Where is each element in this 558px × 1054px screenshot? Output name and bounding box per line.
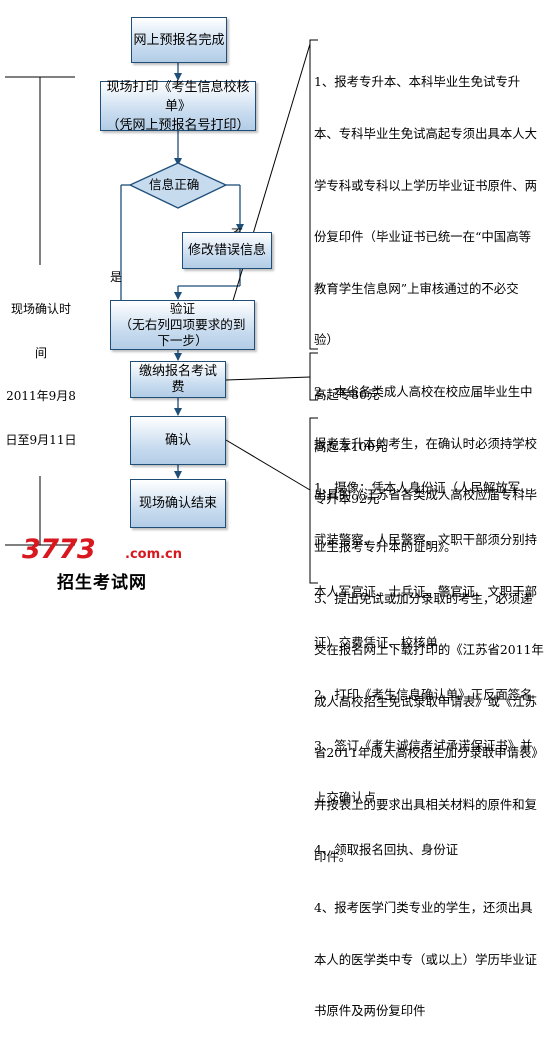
watermark-site-name: 招生考试网 (57, 573, 147, 593)
step-fix-info: 修改错误信息 (182, 232, 272, 269)
watermark-domain: .com.cn (125, 547, 183, 562)
pointer-confirm (225, 439, 311, 491)
bracket-confirm (309, 417, 318, 584)
note-req-line: 份复印件（毕业证书已统一在“中国高等 (314, 229, 531, 245)
note-confirm-line: 2、打印《考生信息确认单》正反面签名 (314, 686, 533, 702)
step-end-label: 现场确认结束 (138, 496, 217, 511)
decision-label: 信息正确 (149, 177, 200, 192)
note-req-line: 出具的《江苏省各类成人高校应届专科毕 (314, 487, 538, 503)
side-line3: 2011年9月8 (6, 389, 76, 403)
step-pay-fee-line2: 费 (171, 379, 185, 395)
note-req-line: 1、报考专升本、本科毕业生免试专升 (314, 74, 521, 90)
step-print-check-form-text: 现场打印《考生信息校核单》 （凭网上预报名号打印） (101, 78, 255, 135)
step-confirm-label: 确认 (164, 433, 191, 448)
note-confirm-steps: 1、摄像：凭本人身份证（人民解放军、 武装警察、人民警察、文职干部须分别持 本人… (314, 445, 537, 892)
side-time-label: 现场确认时 间 2011年9月8 日至9月11日 (4, 273, 78, 476)
pointer-requirements (225, 43, 311, 325)
note-confirm-line: 证）交费凭证、校核单 (314, 635, 438, 651)
step-pay-fee-text: 缴纳报名考试 费 (139, 364, 217, 396)
step-pay-fee-line1: 缴纳报名考试 (138, 363, 217, 379)
step-print-check-form: 现场打印《考生信息校核单》 （凭网上预报名号打印） (100, 80, 256, 133)
step-verify: 验证 （无右列四项要求的到 下一步） (110, 300, 255, 350)
note-req-line: 2、本省各类成人高校在校应届毕业生中 (314, 384, 533, 400)
note-confirm-line: 本人军官证、士兵证、警官证、文职干部 (314, 583, 538, 599)
side-line1: 现场确认时 (10, 302, 71, 316)
pointer-fees (225, 376, 311, 381)
step-verify-line1: 验证 (169, 301, 196, 316)
step-pay-fee: 缴纳报名考试 费 (130, 361, 226, 398)
side-line4: 日至9月11日 (5, 432, 77, 447)
step-fix-info-label: 修改错误信息 (187, 243, 266, 258)
note-req-line: 书原件及两份复印件 (314, 1003, 426, 1019)
side-line2: 间 (34, 345, 47, 360)
note-fee-line: 专升本92元 (314, 490, 380, 506)
step-verify-line2: （无右列四项要求的到 (119, 317, 246, 332)
note-confirm-line: 3、签订《考生诚信考试承诺保证书》并 (314, 738, 533, 754)
decision-yes-label: 是 (110, 270, 123, 284)
note-req-line: 报考专升本的考生，在确认时必须持学校 (314, 435, 538, 451)
note-req-line: 本人的医学类中专（或以上）学历毕业证 (314, 951, 538, 967)
note-req-line: 学专科或专科以上学历毕业证书原件、两 (314, 177, 538, 193)
note-req-line: 业生报考专升本的证明》。 (314, 538, 457, 554)
note-fees: 高起专80元 高起本100元 专升本92元 (314, 352, 387, 541)
step-online-prereg: 网上预报名完成 (131, 17, 227, 63)
step-end: 现场确认结束 (130, 479, 226, 528)
note-req-line: 4、报考医学门类专业的学生，还须出具 (314, 900, 533, 916)
step-verify-line3: 下一步） (157, 333, 208, 348)
step-verify-text: 验证 （无右列四项要求的到 下一步） (120, 301, 246, 349)
flowchart: 网上预报名完成 现场打印《考生信息校核单》 （凭网上预报名号打印） 信息正确 否… (4, 17, 544, 1018)
bracket-requirements (309, 39, 318, 350)
note-req-line: 本、专科毕业生免试高起专须出具本人大 (314, 126, 538, 142)
note-req-line: 教育学生信息网”上审核通过的不必交 (314, 280, 519, 296)
step-print-check-form-line2: （凭网上预报名号打印） (106, 117, 250, 133)
step-print-check-form-line1: 现场打印《考生信息校核单》 (106, 79, 250, 114)
step-confirm: 确认 (130, 416, 226, 465)
decision-diamond (128, 162, 228, 209)
note-confirm-line: 4、领取报名回执、身份证 (314, 841, 459, 857)
note-req-line: 验） (314, 332, 339, 348)
note-fee-line: 高起专80元 (314, 387, 380, 403)
note-confirm-line: 1、摄像：凭本人身份证（人民解放军、 (314, 480, 533, 496)
bracket-fees (309, 352, 318, 401)
step-online-prereg-label: 网上预报名完成 (133, 32, 225, 48)
note-fee-line: 高起本100元 (314, 439, 388, 455)
note-confirm-line: 武装警察、人民警察、文职干部须分别持 (314, 532, 538, 548)
note-confirm-line: 上交确认点 (314, 790, 376, 806)
watermark-number: 3773 (22, 534, 96, 565)
